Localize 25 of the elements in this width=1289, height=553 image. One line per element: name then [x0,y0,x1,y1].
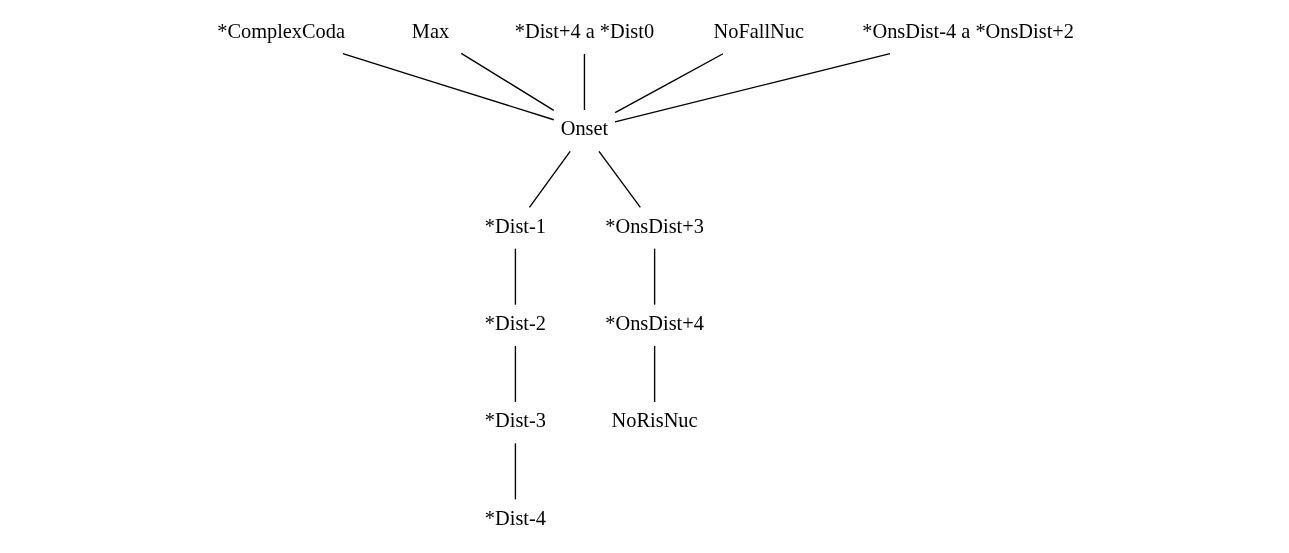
connector [514,345,516,403]
node-text: *OnsDist+3 [604,214,704,237]
node-text: Max [411,20,449,43]
node-text: *Dist+4 a *Dist0 [514,20,654,43]
connector [514,442,516,501]
connector [341,52,554,121]
connector [653,345,655,403]
node-text: *Dist-4 [484,506,546,529]
node-text: *OnsDist+4 [604,312,704,335]
connector [613,52,891,123]
node-text: NoFallNuc [713,20,804,43]
connector [514,248,516,306]
node-text: *Dist-3 [484,409,546,432]
connector [460,52,554,112]
node-text: *OnsDist-4 a *OnsDist+2 [861,20,1074,43]
node-text: Onset [560,117,608,140]
node-text: *ComplexCoda [216,20,345,43]
node-text: *Dist-1 [484,214,546,237]
node-text: *Dist-2 [484,312,546,335]
connector [597,150,641,209]
connector [583,53,585,111]
connector [653,248,655,306]
node-text: NoRisNuc [611,409,698,432]
connector [528,150,571,209]
connector [613,53,724,114]
